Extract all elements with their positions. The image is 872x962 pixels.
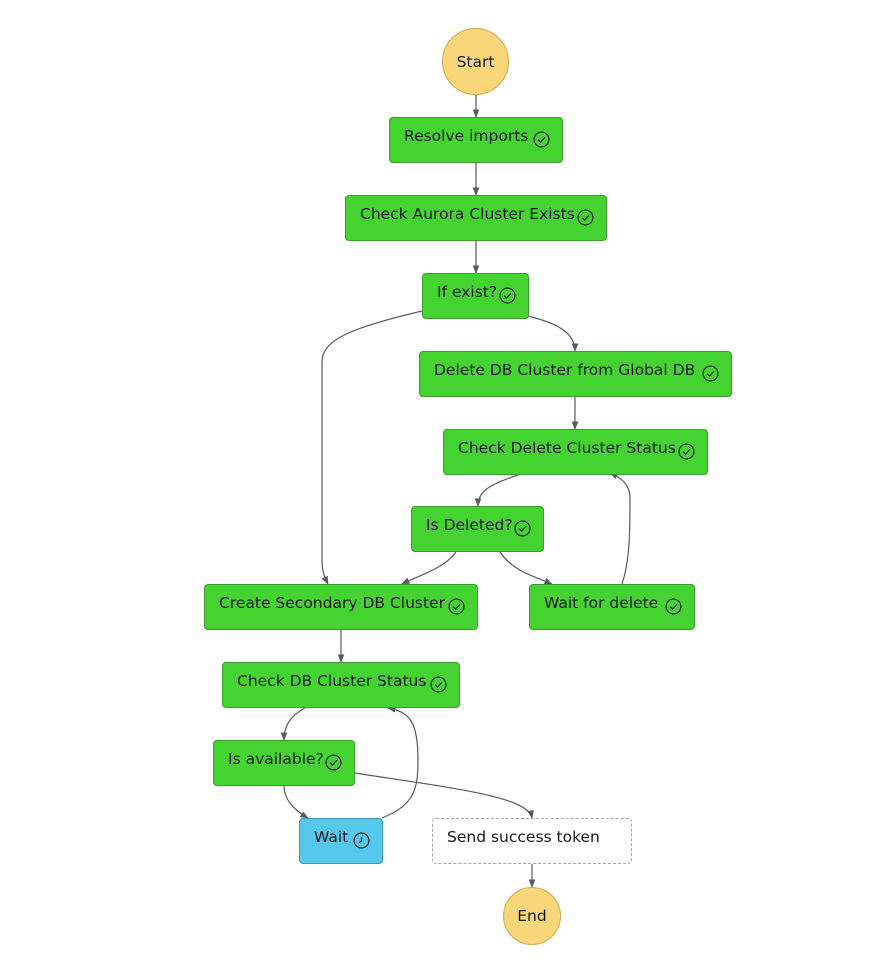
check-circle-icon bbox=[702, 365, 719, 382]
state-if-exist[interactable]: If exist? bbox=[422, 273, 529, 319]
check-circle-icon bbox=[499, 287, 516, 304]
clock-icon bbox=[353, 832, 370, 849]
state-label: Send success token bbox=[447, 828, 600, 846]
check-circle-icon bbox=[325, 754, 342, 771]
state-label: Is available? bbox=[228, 750, 324, 768]
edge-if-exist-to-delete-db bbox=[527, 315, 579, 352]
edge-is-available-to-wait bbox=[283, 785, 309, 819]
check-circle-icon bbox=[678, 443, 695, 460]
state-send-success-token[interactable]: Send success token bbox=[432, 818, 632, 864]
state-label: Check Aurora Cluster Exists bbox=[360, 205, 575, 223]
edge-check-db-status-to-is-available bbox=[280, 707, 306, 741]
check-circle-icon bbox=[533, 131, 550, 148]
state-label: Create Secondary DB Cluster bbox=[219, 594, 445, 612]
state-label: Wait bbox=[314, 828, 349, 846]
state-wait[interactable]: Wait bbox=[299, 818, 383, 864]
state-resolve-imports[interactable]: Resolve imports bbox=[389, 117, 563, 163]
end-node: End bbox=[503, 887, 561, 945]
state-label: Is Deleted? bbox=[426, 516, 513, 534]
edge-is-deleted-to-wait-for-delete bbox=[499, 551, 553, 585]
check-circle-icon bbox=[577, 209, 594, 226]
check-circle-icon bbox=[430, 676, 447, 693]
edge-wait-for-delete-to-check-delete bbox=[609, 472, 631, 585]
check-circle-icon bbox=[514, 520, 531, 537]
check-circle-icon bbox=[665, 598, 682, 615]
state-check-delete-cluster-status[interactable]: Check Delete Cluster Status bbox=[443, 429, 708, 475]
state-check-db-cluster-status[interactable]: Check DB Cluster Status bbox=[222, 662, 460, 708]
edge-is-available-to-send-success bbox=[354, 772, 534, 819]
state-label: If exist? bbox=[437, 283, 498, 301]
state-label: Check Delete Cluster Status bbox=[458, 439, 676, 457]
state-delete-db-cluster-from-global-db[interactable]: Delete DB Cluster from Global DB bbox=[419, 351, 732, 397]
edge-is-deleted-to-create-secondary bbox=[401, 551, 457, 585]
state-label: Delete DB Cluster from Global DB bbox=[434, 361, 696, 379]
edge-check-delete-to-is-deleted bbox=[474, 474, 519, 507]
edge-wait-to-check-db-status bbox=[381, 706, 419, 819]
edge-if-exist-to-create-secondary bbox=[321, 310, 423, 585]
state-is-deleted[interactable]: Is Deleted? bbox=[411, 506, 544, 552]
state-label: Check DB Cluster Status bbox=[237, 672, 427, 690]
state-is-available[interactable]: Is available? bbox=[213, 740, 355, 786]
end-label: End bbox=[517, 907, 547, 925]
start-label: Start bbox=[456, 52, 495, 71]
state-label: Resolve imports bbox=[404, 127, 529, 145]
start-node: Start bbox=[442, 28, 509, 95]
state-wait-for-delete[interactable]: Wait for delete bbox=[529, 584, 695, 630]
state-label: Wait for delete bbox=[544, 594, 659, 612]
state-create-secondary-db-cluster[interactable]: Create Secondary DB Cluster bbox=[204, 584, 478, 630]
check-circle-icon bbox=[448, 598, 465, 615]
state-check-aurora-cluster-exists[interactable]: Check Aurora Cluster Exists bbox=[345, 195, 607, 241]
